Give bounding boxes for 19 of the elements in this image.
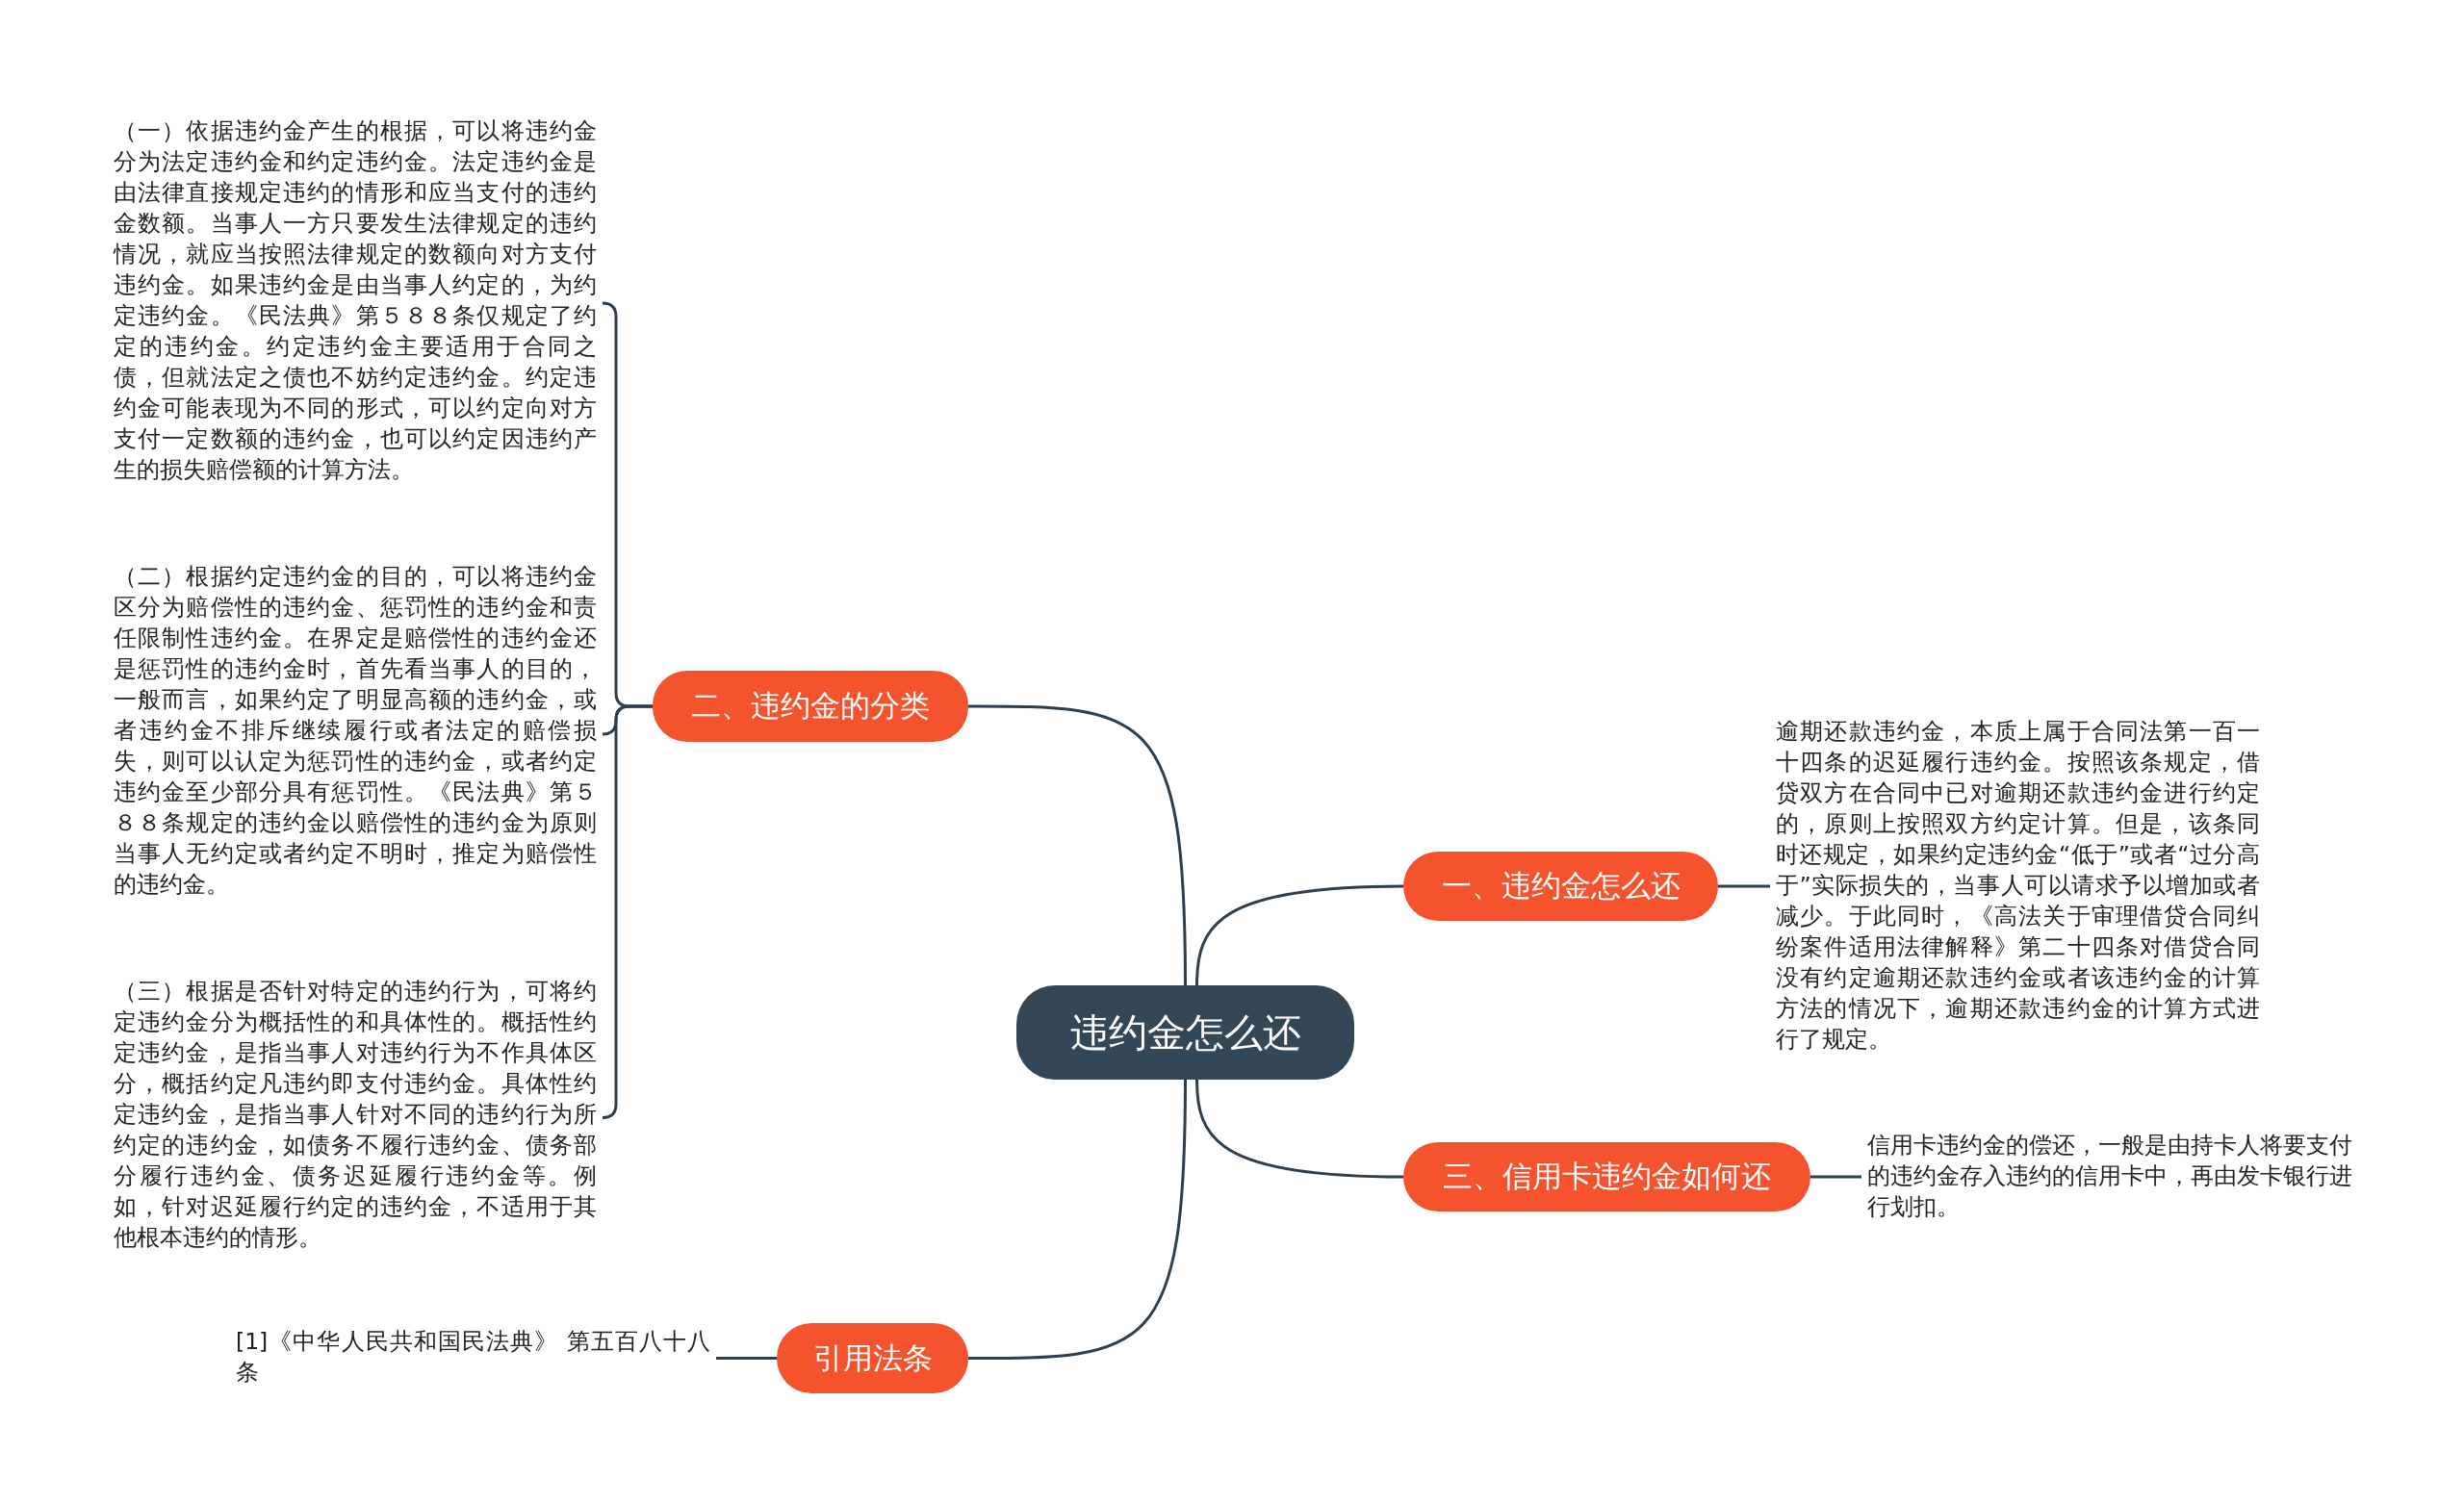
- note-text: 信用卡违约金的偿还，一般是由持卡人将要支付的违约金存入违约的信用卡中，再由发卡银行进行划扣。: [1867, 1130, 2352, 1222]
- connector-line: [968, 704, 1187, 985]
- topic-box: 一、违约金怎么还: [1403, 852, 1718, 921]
- note-text: （二）根据约定违约金的目的，可以将违约金区分为赔偿性的违约金、惩罚性的违约金和责任限制性违约金。在界定是赔偿性的违约金还是惩罚性的违约金时，首先看当事人的目的，一般而言，如果约定了明显高额的违约金，或者违约金不排斥继续履行或者法定的赔偿损失，则可以认定为惩罚性的违约金，或者约定违约金至少部分具有惩罚性。《民法典》第５８８条规定的违约金以赔偿性的违约金为原则当事人无约定或者约定不明时，推定为赔偿性的违约金。: [114, 561, 597, 900]
- connector-line: [1195, 884, 1404, 986]
- connector-line: [968, 1080, 1187, 1360]
- topic-box: 二、违约金的分类: [653, 671, 968, 742]
- note-text: 逾期还款违约金，本质上属于合同法第一百一十四条的迟延履行违约金。按照该条规定，借贷双方在合同中已对逾期还款违约金进行约定的，原则上按照双方约定计算。但是，该条同时还规定，如果约定违约金“低于”或者“过分高于”实际损失的，当事人可以请求予以增加或者减少。于此同时，《高法关于审理借贷合同纠纷案件适用法律解释》第二十四条对借贷合同没有约定逾期还款违约金或者该违约金的计算方法的情况下，逾期还款违约金的计算方式进行了规定。: [1776, 716, 2260, 1055]
- note-text: [1]《中华人民共和国民法典》 第五百八十八条: [236, 1326, 710, 1388]
- connector-line: [1195, 1079, 1404, 1179]
- connector-line: [1718, 884, 1770, 888]
- connector-line: [1810, 1175, 1861, 1179]
- note-text: （三）根据是否针对特定的违约行为，可将约定违约金分为概括性的和具体性的。概括性约定违约金，是指当事人对违约行为不作具体区分，概括约定凡违约即支付违约金。具体性约定违约金，是指当事人针对不同的违约行为所约定的违约金，如债务不履行违约金、债务部分履行违约金、债务迟延履行违约金等。例如，针对迟延履行约定的违约金，不适用于其他根本违约的情形。: [114, 976, 597, 1253]
- topic-box: 三、信用卡违约金如何还: [1403, 1142, 1810, 1211]
- connector-line: [602, 704, 653, 1119]
- note-text: （一）依据违约金产生的根据，可以将违约金分为法定违约金和约定违约金。法定违约金是由法律直接规定违约的情形和应当支付的违约金数额。当事人一方只要发生法律规定的违约情况，就应当按照法律规定的数额向对方支付违约金。如果违约金是由当事人约定的，为约定违约金。《民法典》第５８８条仅规定了约定的违约金。约定违约金主要适用于合同之债，但就法定之债也不妨约定违约金。约定违约金可能表现为不同的形式，可以约定向对方支付一定数额的违约金，也可以约定因违约产生的损失赔偿额的计算方法。: [114, 115, 597, 485]
- central-topic: 违约金怎么还: [1016, 985, 1354, 1080]
- topic-box: 引用法条: [777, 1323, 968, 1393]
- connector-line: [716, 1357, 777, 1360]
